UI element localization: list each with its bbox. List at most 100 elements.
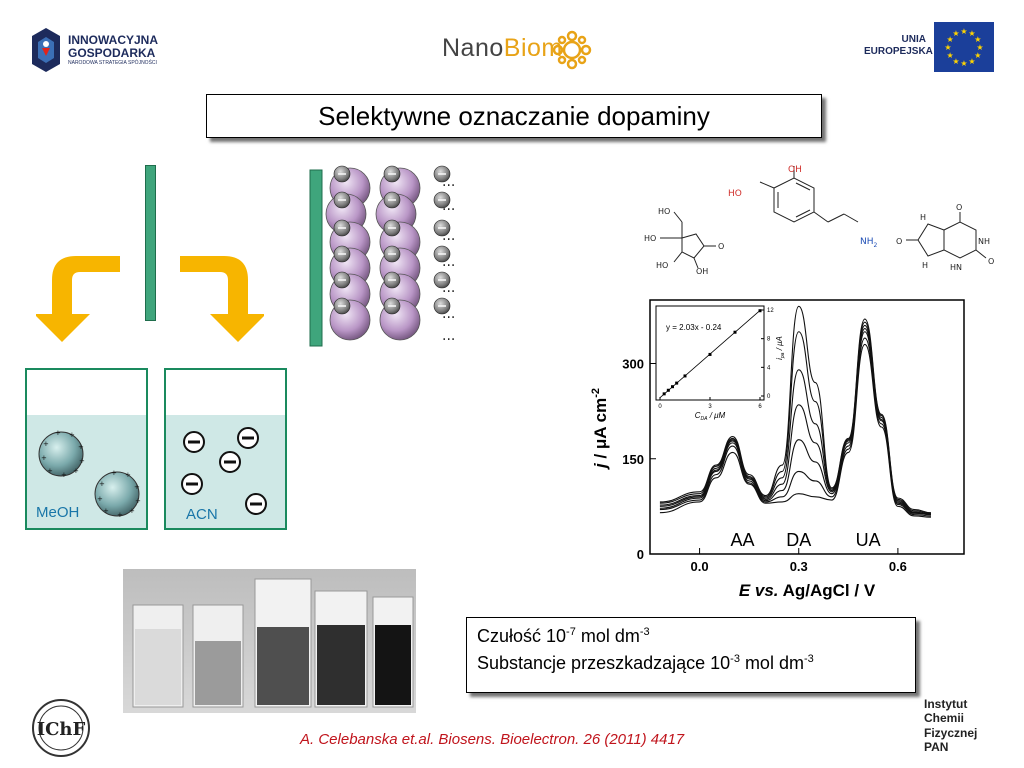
beaker-acn: ACN: [164, 368, 287, 530]
svg-text:+: +: [129, 507, 135, 515]
institute-name: Instytut Chemii Fizycznej PAN: [924, 697, 977, 755]
inset-xlabel: CDA / μM: [695, 411, 726, 422]
eu-star-icon: ★: [947, 51, 954, 60]
arrow-left-icon: [36, 256, 120, 342]
ichf-monogram: IChF: [37, 719, 86, 740]
inset-y-tick: 4: [767, 365, 771, 371]
inset-y-tick: 8: [767, 337, 771, 343]
eu-star-icon: ★: [952, 57, 959, 66]
arrow-right-icon: [180, 256, 264, 342]
ue-logo-line1: UNIA: [901, 34, 926, 45]
svg-text:+: +: [135, 497, 141, 505]
eu-star-icon: ★: [960, 27, 967, 36]
ua-hn-bottom: HN: [950, 263, 962, 272]
anions-negative-icon: [181, 427, 267, 515]
ua-o-top: O: [956, 203, 962, 212]
inset-x-tick: 3: [708, 404, 712, 410]
inset-point: [683, 374, 687, 378]
svg-text:+: +: [117, 511, 123, 519]
inset-equation: y = 2.03x - 0.24: [666, 323, 722, 332]
chart-xlabel: E vs. Ag/AgCl / V: [739, 581, 876, 600]
svg-text:+: +: [111, 469, 117, 477]
inset-x-tick: 0: [658, 404, 662, 410]
sensitivity-line: Czułość 10-7 mol dm-3: [477, 626, 650, 646]
ig-emblem-icon: [32, 28, 60, 72]
ue-logo-line2: EUROPEJSKA: [864, 45, 933, 57]
inset-point: [733, 330, 737, 334]
inset-point: [662, 392, 666, 396]
svg-text:+: +: [103, 507, 109, 515]
svg-text:+: +: [43, 440, 49, 448]
svg-text:···: ···: [442, 310, 455, 326]
svg-text:···: ···: [442, 202, 455, 218]
svg-text:+: +: [125, 471, 131, 479]
svg-text:+: +: [69, 431, 75, 439]
nanobiom-logo: NanoBiom: [442, 30, 602, 70]
peak-label-da: DA: [786, 530, 811, 550]
aa-ho1: HO: [658, 207, 670, 216]
inset-point: [708, 352, 712, 356]
ichf-monogram-logo: IChF: [30, 697, 92, 759]
svg-text:+: +: [41, 454, 47, 462]
peak-label-ua: UA: [856, 530, 881, 550]
aa-ho2: HO: [644, 234, 656, 243]
inset-point: [666, 388, 670, 392]
svg-text:+: +: [134, 483, 140, 491]
svg-text:+: +: [55, 429, 61, 437]
svg-text:···: ···: [442, 258, 455, 274]
eu-star-icon: ★: [952, 29, 959, 38]
svg-text:···: ···: [442, 332, 455, 348]
x-tick-label: 0.6: [889, 559, 907, 574]
svg-text:+: +: [97, 495, 103, 503]
peak-label-aa: AA: [731, 530, 755, 550]
voltammogram-series-6: [659, 305, 931, 514]
svg-text:···: ···: [442, 232, 455, 248]
institute-line4: PAN: [924, 740, 949, 755]
layer-by-layer-film-icon: ··· ··· ··· ··· ··· ··· ···: [309, 165, 455, 348]
y-tick-label: 300: [622, 357, 644, 372]
nanobiom-sun-icon: [552, 30, 592, 70]
svg-text:···: ···: [442, 178, 455, 194]
nanobiom-part1: Nano: [442, 34, 504, 62]
nanobiom-part2: Biom: [503, 34, 563, 62]
da-ho: HO: [728, 189, 742, 199]
nanobiom-text: NanoBiom: [442, 34, 563, 62]
electrode-plate: [145, 165, 156, 321]
ua-h-bottom: H: [922, 261, 928, 270]
uric-acid-structure-icon: O NH HN O O H H: [896, 203, 994, 272]
electrode-photo: [123, 569, 416, 713]
svg-text:+: +: [73, 467, 79, 475]
eu-star-icon: ★: [968, 57, 975, 66]
svg-text:+: +: [99, 480, 105, 488]
y-tick-label: 150: [622, 452, 644, 467]
inset-x-tick: 6: [758, 404, 762, 410]
svg-text:+: +: [79, 457, 85, 465]
da-nh2: NH2: [860, 237, 878, 249]
ig-logo-line3: NARODOWA STRATEGIA SPÓJNOŚCI: [68, 60, 157, 66]
ascorbic-acid-structure-icon: HO HO HO OH O: [644, 207, 724, 276]
sensitivity-info-box: Czułość 10-7 mol dm-3 Substancje przeszk…: [466, 617, 916, 693]
nanoparticles-positive-icon: ++++ +++++ ++++ +++++: [38, 429, 141, 519]
chart-ylabel: j / μA cm-2: [590, 388, 610, 470]
inset-point: [758, 309, 762, 313]
voltammogram-chart: 0.0 0.3 0.6 0 150 300 AA DA UA j / μA cm-2 E vs…: [590, 299, 965, 600]
aa-oh: OH: [696, 267, 708, 276]
slide-title: Selektywne oznaczanie dopaminy: [206, 94, 822, 138]
beaker-meoh: ++++ +++++ ++++ +++++ MeOH: [25, 368, 148, 530]
ig-logo-line1: INNOWACYJNA: [68, 33, 159, 47]
x-tick-label: 0.3: [790, 559, 808, 574]
y-tick-label: 0: [637, 547, 644, 562]
eu-star-icon: ★: [974, 35, 981, 44]
x-tick-label: 0.0: [691, 559, 709, 574]
ua-o-right: O: [988, 257, 994, 266]
eu-star-icon: ★: [976, 43, 983, 52]
svg-text:···: ···: [442, 284, 455, 300]
da-oh: OH: [788, 165, 802, 175]
eu-flag-icon: ★★★★★★★★★★★★: [934, 22, 994, 72]
beaker-meoh-label: MeOH: [36, 504, 80, 521]
ua-nh-right: NH: [978, 237, 990, 246]
inset-y-tick: 12: [767, 308, 774, 314]
inset-point: [671, 385, 674, 389]
svg-text:+: +: [78, 443, 84, 451]
